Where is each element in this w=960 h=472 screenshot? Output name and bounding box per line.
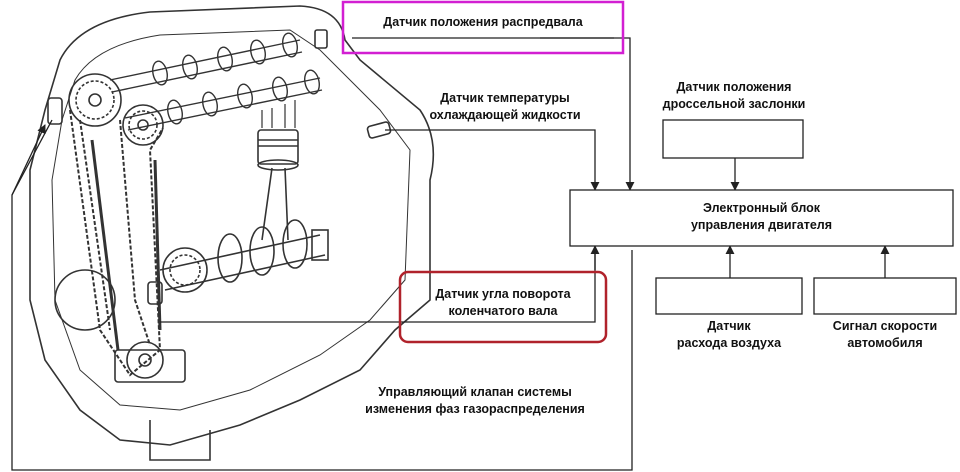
crankshaft-sensor-label: Датчик угла поворота коленчатого вала — [400, 286, 606, 320]
airflow-sensor-label: Датчик расхода воздуха — [650, 318, 808, 352]
camshaft-exhaust — [124, 69, 323, 131]
crankshaft-sensor-line-1: Датчик угла поворота — [435, 287, 571, 301]
throttle-sensor-line-2: дроссельной заслонки — [662, 97, 806, 111]
ecu-line-1: Электронный блок — [703, 201, 820, 215]
speed-signal-label: Сигнал скорости автомобиля — [805, 318, 960, 352]
camshaft-sensor-text: Датчик положения распредвала — [383, 15, 583, 29]
crankshaft — [159, 219, 329, 293]
crank-line — [160, 250, 596, 323]
vvt-loop-line — [11, 119, 633, 471]
airflow-sensor-line-1: Датчик — [707, 319, 751, 333]
coolant-sensor-label: Датчик температуры охлаждающей жидкости — [410, 90, 600, 124]
coolant-sensor-line-1: Датчик температуры — [440, 91, 570, 105]
camshaft-sensor-label: Датчик положения распредвала — [352, 14, 614, 31]
camshaft-intake — [109, 32, 303, 93]
speed-signal-box — [813, 277, 957, 315]
crankshaft-sensor-line-2: коленчатого вала — [448, 304, 558, 318]
vvt-valve-line-1: Управляющий клапан системы — [378, 385, 572, 399]
crankshaft-sensor-highlight — [398, 270, 608, 344]
piston-assembly — [257, 100, 299, 241]
airflow-sensor-box — [655, 277, 803, 315]
crank-sensor-stub — [147, 281, 163, 305]
throttle-sensor-box — [662, 119, 804, 159]
coolant-sensor-line-2: охлаждающей жидкости — [429, 108, 581, 122]
camshaft-sensor-stub — [47, 97, 63, 125]
airflow-sensor-line-2: расхода воздуха — [676, 336, 782, 350]
speed-signal-line-1: Сигнал скорости — [832, 319, 938, 333]
vvt-valve-label: Управляющий клапан системы изменения фаз… — [330, 384, 620, 418]
connection-lines — [11, 37, 890, 471]
speed-signal-line-2: автомобиля — [847, 336, 923, 350]
engine-illustration — [29, 5, 435, 461]
ecu-label: Электронный блок управления двигателя — [570, 200, 953, 234]
coolant-to-ecu — [385, 129, 600, 191]
throttle-sensor-line-1: Датчик положения — [676, 80, 792, 94]
camshaft-sensor-highlight — [341, 0, 625, 55]
timing-chain — [69, 109, 164, 377]
vvt-valve-line-2: изменения фаз газораспределения — [365, 402, 585, 416]
coolant-sensor-stub — [366, 121, 392, 139]
ecu-box — [569, 189, 954, 247]
cam-sprockets — [68, 73, 164, 146]
ecu-line-2: управления двигателя — [690, 218, 833, 232]
boxes — [341, 0, 957, 344]
throttle-sensor-label: Датчик положения дроссельной заслонки — [640, 79, 828, 113]
